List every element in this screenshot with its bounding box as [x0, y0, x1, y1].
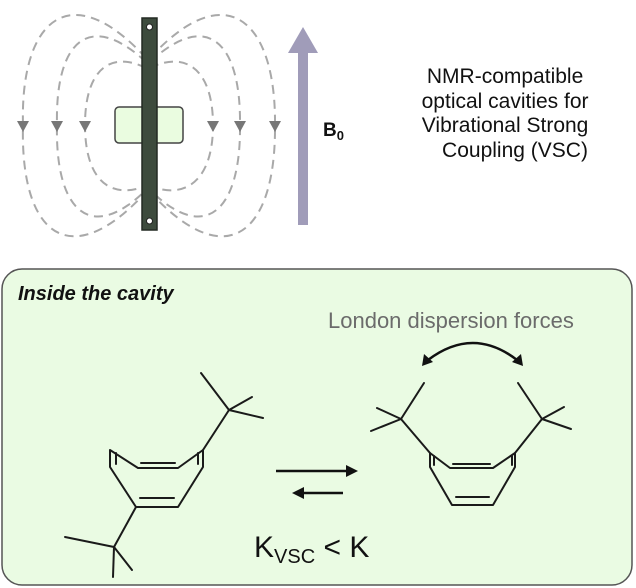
arrowhead-icon — [51, 121, 63, 132]
equilibrium-arrows — [276, 465, 358, 499]
b0-label: B0 — [323, 120, 344, 143]
curved-double-arrow — [422, 341, 523, 366]
cavity-plate — [141, 17, 158, 231]
field-direction-arrowheads — [17, 121, 281, 132]
equilibrium-constant-relation: KVSC < K — [254, 531, 369, 568]
panel-title: Inside the cavity — [18, 283, 174, 305]
arrowhead-icon — [79, 121, 91, 132]
molecule-left — [64, 372, 264, 578]
arrowhead-icon — [269, 121, 281, 132]
arrowhead-icon — [234, 121, 246, 132]
arrowhead-icon — [207, 121, 219, 132]
screw-hole-icon — [146, 23, 153, 31]
arrowhead-icon — [17, 121, 29, 132]
london-dispersion-label: London dispersion forces — [328, 308, 574, 333]
screw-hole-icon — [146, 217, 153, 225]
description-text: NMR-compatible optical cavities for Vibr… — [422, 65, 595, 162]
b0-field-arrow — [288, 27, 318, 225]
molecule-right — [370, 382, 572, 506]
